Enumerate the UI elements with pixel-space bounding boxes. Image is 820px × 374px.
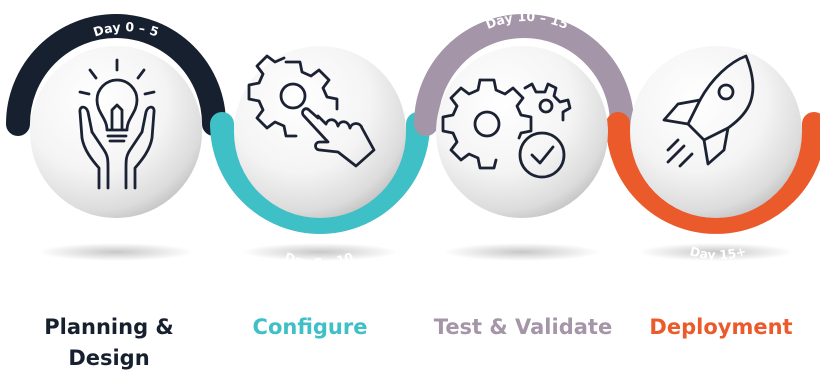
day-range-deployment: Day 15+ (688, 243, 747, 262)
phase-arc-configure (210, 112, 430, 234)
phase-ball-deployment (630, 46, 802, 218)
ball-shadow-1 (38, 243, 194, 261)
ball-shadow-2 (242, 243, 398, 261)
phase-arc-test (414, 14, 634, 136)
lightbulb-hands-icon (78, 58, 156, 190)
rocket-icon (662, 54, 755, 168)
day-range-configure: Day 5 – 10 (283, 249, 356, 270)
phase-title-configure: Configure (252, 315, 368, 339)
phase-arc-deployment (606, 112, 820, 234)
ball-shadow-4 (638, 243, 794, 261)
gear-hand-icon (247, 54, 376, 168)
phase-ball-planning (30, 46, 202, 218)
phase-title-deployment: Deployment (649, 315, 793, 339)
phase-arc-planning (6, 14, 226, 136)
gears-check-icon (441, 78, 572, 179)
phase-title-test: Test & Validate (433, 315, 613, 339)
day-range-test: Day 10 – 15 (483, 9, 570, 32)
ball-shadow-3 (444, 243, 600, 261)
day-range-planning: Day 0 – 5 (91, 19, 160, 39)
phase-title-planning: Planning & Design (44, 315, 174, 370)
